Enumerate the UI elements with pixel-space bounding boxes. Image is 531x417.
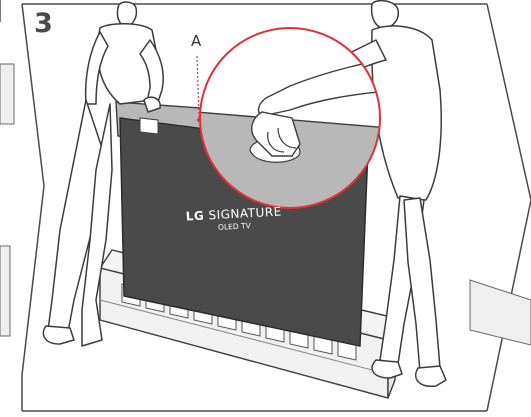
brand-logo-text: LG — [185, 209, 204, 224]
step-number: 3 — [34, 10, 53, 37]
next-panel-remnant — [470, 280, 531, 345]
brand-name-text: SIGNATURE — [208, 205, 282, 223]
previous-panel-remnant — [0, 64, 14, 336]
callout-label-a: A — [191, 34, 201, 49]
